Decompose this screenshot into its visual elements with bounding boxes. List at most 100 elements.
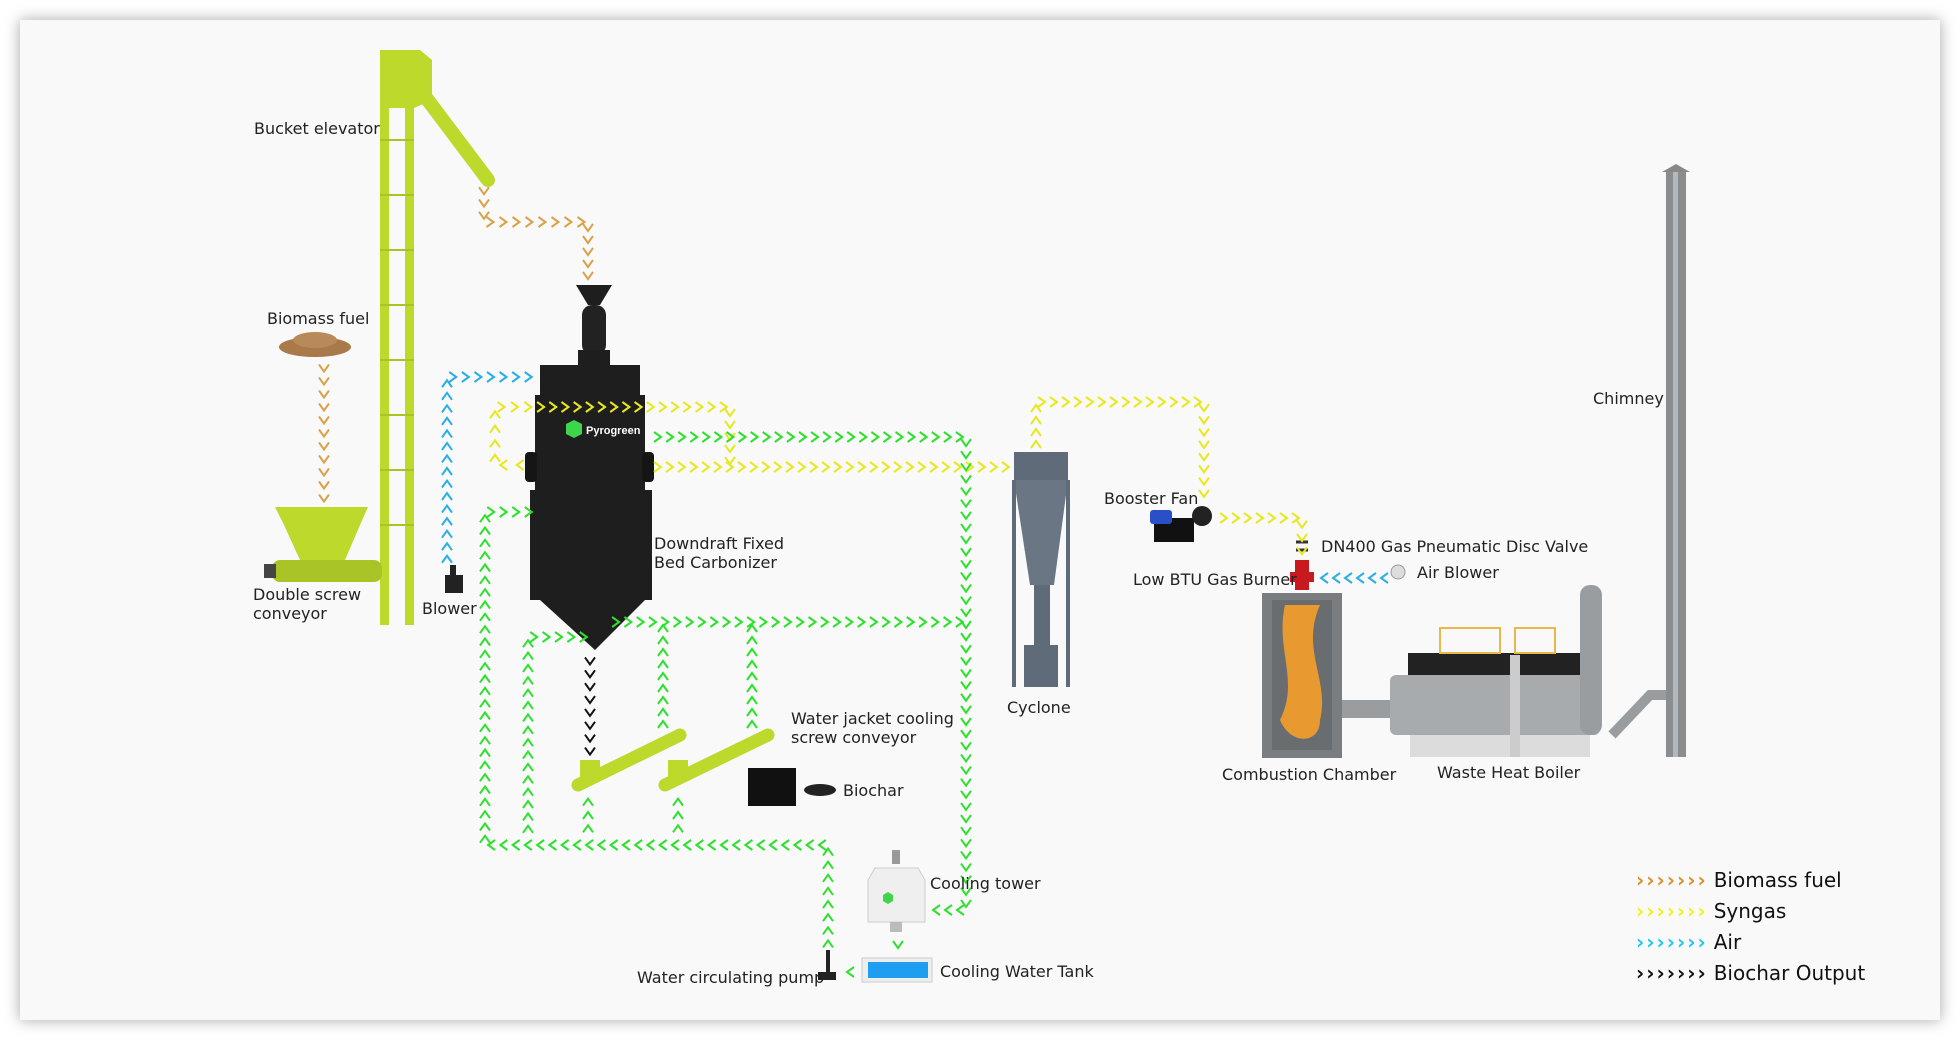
flow-chevron [846,431,856,443]
flow-chevron [1198,415,1210,426]
flow-chevron [511,216,522,228]
flow-chevron [780,839,790,851]
flow-chevron [960,681,972,691]
flow-chevron [709,616,720,628]
label-water-pump: Water circulating pump [637,968,825,987]
flow-chevron [832,616,842,628]
flow-water-to-pump [845,966,855,978]
flow-chevron [318,376,330,387]
flow-chevron [584,721,596,731]
flow-chevron [919,431,929,443]
flow-water-conveyor-2 [672,796,684,833]
flow-chevron [511,371,521,383]
flow-chevron [1198,489,1210,499]
flow-chevron [657,635,669,645]
flow-chevron [523,839,533,851]
flow-chevron [479,747,491,758]
flow-chevron [930,616,941,628]
flow-chevron [550,216,561,228]
flow-chevron [479,760,491,770]
flow-chevron [682,401,693,413]
label-biomass-fuel: Biomass fuel [267,309,370,328]
flow-chevron [821,461,831,473]
flow-chevron [845,461,855,473]
flow-syngas-to-burner [1219,512,1308,557]
legend-item-air: ››››››› Air [1636,930,1741,954]
flow-chevron [822,912,834,922]
legend-item-biochar-output: ››››››› Biochar Output [1636,961,1865,985]
flow-chevron [441,466,453,476]
water-circulating-pump [818,950,836,980]
flow-chevron [869,461,879,473]
flow-water-up-2 [746,623,758,729]
flow-chevron [1145,396,1155,408]
cooling-tower [867,850,926,932]
flow-chevron [869,616,879,628]
flow-chevron [870,431,881,443]
flow-chevron [810,431,820,443]
flow-chevron [783,616,793,628]
legend-arrows-biomass-icon: ››››››› [1636,868,1708,892]
flow-chevron [768,839,778,851]
flow-chevron [1319,572,1329,584]
flow-chevron [1049,396,1059,408]
flow-chevron [746,616,756,628]
flow-chevron [746,623,758,633]
flow-syngas-top [536,401,736,466]
flow-chevron [905,461,915,473]
flow-chevron [441,503,453,514]
flow-chevron [510,401,520,413]
flow-chevron [559,839,570,851]
flow-chevron [1231,512,1241,524]
flow-chevron [792,839,802,851]
flow-chevron [479,809,491,819]
flow-chevron [960,535,972,545]
flow-chevron [479,698,491,708]
flow-chevron [773,461,783,473]
flow-chevron [582,235,594,245]
flow-chevron [893,461,903,473]
flow-chevron [960,887,972,897]
flow-chevron [960,450,972,460]
flow-chevron [535,839,545,851]
flow-chevron [479,661,491,671]
flow-chevron [441,554,453,564]
flow-chevron [584,669,596,680]
flow-chevron [844,616,855,628]
flow-chevron [955,616,965,628]
flow-chevron [677,431,687,443]
flow-chevron [611,616,621,628]
flow-chevron [318,454,330,465]
chimney [1662,164,1690,757]
flow-chevron [953,461,963,473]
flow-chevron [892,940,904,950]
flow-chevron [441,416,453,426]
flow-chevron [486,371,496,383]
flow-chevron [960,438,972,448]
flow-chevron [1198,464,1210,475]
flow-chevron [441,491,453,501]
flow-chevron [960,596,972,606]
label-booster-fan: Booster Fan [1104,489,1199,508]
flow-chevron [882,431,893,443]
flow-chevron [478,211,490,221]
flow-chevron [960,644,972,654]
flow-chevron [441,403,453,413]
flow-chevron [657,839,668,851]
flow-chevron [707,401,717,413]
flow-chevron [522,663,534,673]
flow-chevron [722,616,732,628]
flow-chevron [1198,452,1210,462]
flow-chevron [822,925,834,935]
flow-chevron [758,616,769,628]
flow-chevron [498,371,509,383]
label-double-screw-conveyor-1: Double screw [253,585,362,604]
flow-chevron [670,401,680,413]
flow-chevron [479,686,491,696]
flow-chevron [774,431,784,443]
flow-chevron [822,886,834,896]
flow-chevron [1219,512,1229,524]
flow-chevron [524,371,534,383]
flow-chevron [498,839,508,851]
flow-chevron [960,511,972,521]
